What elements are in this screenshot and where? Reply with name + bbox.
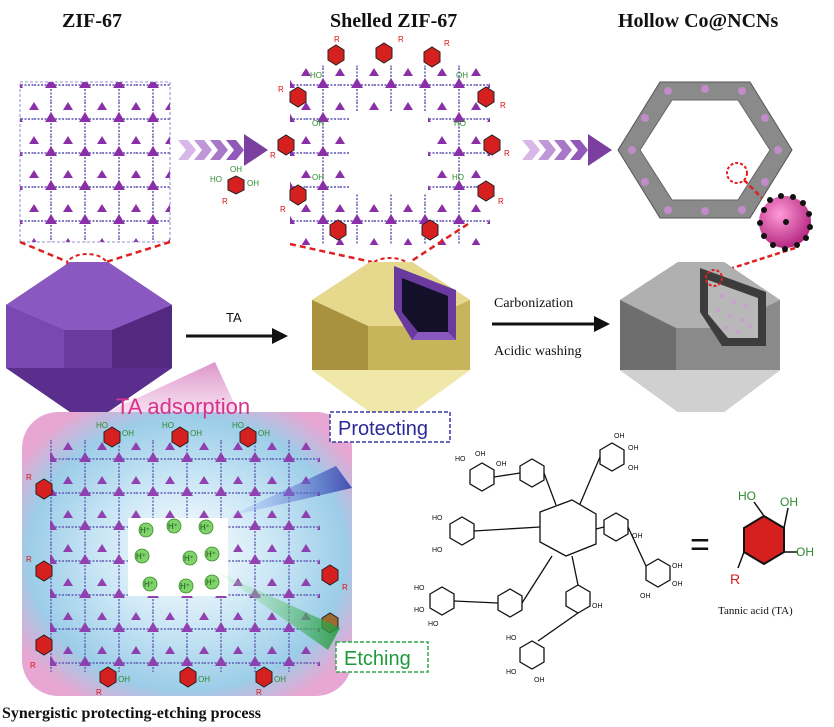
- svg-text:R: R: [30, 661, 36, 670]
- svg-text:HO: HO: [232, 421, 244, 430]
- protecting-label: Protecting: [338, 418, 428, 440]
- acidic-washing-label: Acidic washing: [494, 344, 581, 359]
- title-hollow-conc: Hollow Co@NCNs: [618, 10, 778, 32]
- svg-text:OH: OH: [198, 675, 210, 684]
- svg-text:HO: HO: [455, 456, 466, 463]
- tannic-acid-caption: Tannic acid (TA): [718, 605, 793, 617]
- hollow-crystal: [620, 262, 780, 412]
- ta-oh-label-top: OH: [780, 495, 798, 509]
- ta-molecule-small: OH OH HO R: [210, 165, 259, 206]
- proton-label: H⁺: [206, 550, 216, 559]
- svg-text:OH: OH: [230, 165, 242, 174]
- svg-text:HO: HO: [210, 175, 222, 184]
- svg-text:HO: HO: [506, 669, 517, 676]
- svg-text:OH: OH: [190, 429, 202, 438]
- svg-text:OH: OH: [628, 465, 639, 472]
- svg-text:OH: OH: [247, 179, 259, 188]
- svg-text:OH: OH: [640, 593, 651, 600]
- chevron-arrow-2: [522, 134, 612, 166]
- svg-text:R: R: [278, 85, 284, 94]
- etching-callout: Etching: [214, 570, 429, 673]
- svg-text:OH: OH: [672, 581, 683, 588]
- shelled-crystal: [312, 262, 470, 412]
- svg-text:HO: HO: [428, 621, 439, 628]
- proton-ions: [134, 518, 220, 594]
- svg-text:R: R: [342, 583, 348, 592]
- carbonization-arrow: Carbonization Acidic washing: [492, 296, 610, 359]
- svg-text:HO: HO: [414, 585, 425, 592]
- ta-adsorption-label: TA adsorption: [116, 394, 250, 419]
- proton-label: H⁺: [184, 554, 194, 563]
- svg-text:OH: OH: [274, 675, 286, 684]
- proton-label: H⁺: [168, 522, 178, 531]
- svg-text:HO: HO: [454, 119, 466, 128]
- svg-text:OH: OH: [118, 675, 130, 684]
- svg-text:HO: HO: [162, 421, 174, 430]
- svg-text:OH: OH: [672, 563, 683, 570]
- chevron-arrow-1: [178, 134, 268, 166]
- svg-text:HO: HO: [432, 515, 443, 522]
- proton-label: H⁺: [136, 552, 146, 561]
- svg-text:OH: OH: [312, 173, 324, 182]
- ta-adsorption-inset: HO OH HO OH HO OH R R R R OH OH OH R R H…: [22, 412, 352, 697]
- proton-label: H⁺: [144, 580, 154, 589]
- carbonization-label: Carbonization: [494, 296, 573, 311]
- svg-text:HO: HO: [414, 607, 425, 614]
- ta-unit-molecule: HO OH OH R: [730, 489, 814, 587]
- inset-zoom-cone: [90, 362, 242, 420]
- zif67-framework: [19, 81, 171, 243]
- svg-text:OH: OH: [475, 451, 486, 458]
- proton-label: H⁺: [200, 523, 210, 532]
- title-zif67: ZIF-67: [62, 10, 122, 32]
- svg-text:R: R: [504, 149, 510, 158]
- equals-sign: =: [690, 526, 710, 564]
- svg-text:OH: OH: [456, 71, 468, 80]
- svg-text:OH: OH: [534, 677, 545, 684]
- svg-text:OH: OH: [122, 429, 134, 438]
- svg-text:R: R: [498, 197, 504, 206]
- svg-text:R: R: [270, 151, 276, 160]
- svg-text:OH: OH: [632, 533, 643, 540]
- proton-label: H⁺: [180, 582, 190, 591]
- svg-text:R: R: [500, 101, 506, 110]
- protecting-callout: Protecting: [230, 411, 451, 516]
- ta-arrow: TA: [186, 310, 288, 344]
- svg-text:HO: HO: [506, 635, 517, 642]
- svg-text:HO: HO: [310, 71, 322, 80]
- svg-text:OH: OH: [614, 433, 625, 440]
- svg-text:R: R: [398, 35, 404, 44]
- tannic-acid-structure: [429, 442, 671, 670]
- proton-label: H⁺: [140, 526, 150, 535]
- svg-text:OH: OH: [592, 603, 603, 610]
- ta-oh-label-right: OH: [796, 545, 814, 559]
- ta-r-label: R: [730, 571, 740, 587]
- svg-text:OH: OH: [258, 429, 270, 438]
- ta-ho-label: HO: [738, 489, 756, 503]
- svg-text:R: R: [334, 35, 340, 44]
- svg-text:R: R: [26, 473, 32, 482]
- svg-text:HO: HO: [452, 173, 464, 182]
- svg-text:R: R: [26, 555, 32, 564]
- process-caption: Synergistic protecting-etching process: [2, 705, 261, 722]
- svg-text:OH: OH: [312, 119, 324, 128]
- svg-text:R: R: [96, 688, 102, 697]
- svg-text:R: R: [256, 688, 262, 697]
- zif67-crystal: [6, 262, 172, 412]
- svg-text:OH: OH: [496, 461, 507, 468]
- proton-label: H⁺: [206, 578, 216, 587]
- shelled-zif67-framework: R R R R R R R R R HO OH OH HO OH HO: [270, 35, 510, 245]
- hollow-shell-cross-section: [617, 81, 793, 219]
- svg-text:HO: HO: [96, 421, 108, 430]
- svg-text:R: R: [444, 39, 450, 48]
- svg-text:R: R: [280, 205, 286, 214]
- svg-text:R: R: [222, 197, 228, 206]
- svg-text:OH: OH: [628, 445, 639, 452]
- etching-label: Etching: [344, 648, 411, 670]
- ta-arrow-label: TA: [226, 310, 242, 325]
- svg-text:HO: HO: [432, 547, 443, 554]
- title-shelled-zif67: Shelled ZIF-67: [330, 10, 457, 32]
